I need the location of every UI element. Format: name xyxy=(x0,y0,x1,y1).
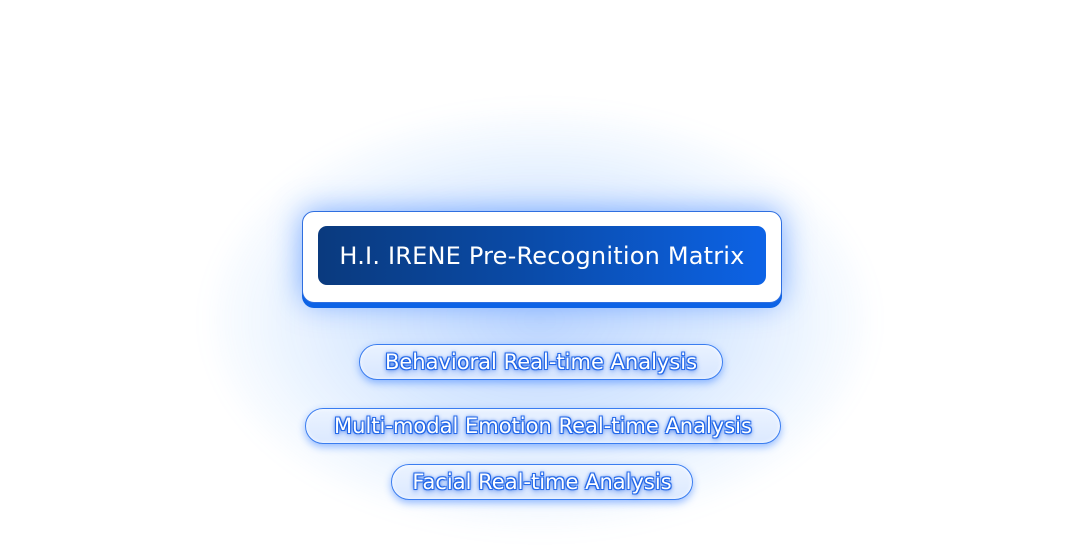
feature-label: Multi-modal Emotion Real-time Analysis xyxy=(334,414,752,438)
feature-pill-facial: Facial Real-time Analysis xyxy=(391,464,693,500)
feature-pill-behavioral: Behavioral Real-time Analysis xyxy=(359,344,723,380)
feature-pill-emotion: Multi-modal Emotion Real-time Analysis xyxy=(305,408,781,444)
title-card: H.I. IRENE Pre-Recognition Matrix xyxy=(302,211,782,303)
title-banner: H.I. IRENE Pre-Recognition Matrix xyxy=(318,226,766,285)
feature-label: Behavioral Real-time Analysis xyxy=(384,350,698,374)
background-glow xyxy=(210,110,870,530)
title-text: H.I. IRENE Pre-Recognition Matrix xyxy=(339,241,745,270)
feature-label: Facial Real-time Analysis xyxy=(412,470,672,494)
